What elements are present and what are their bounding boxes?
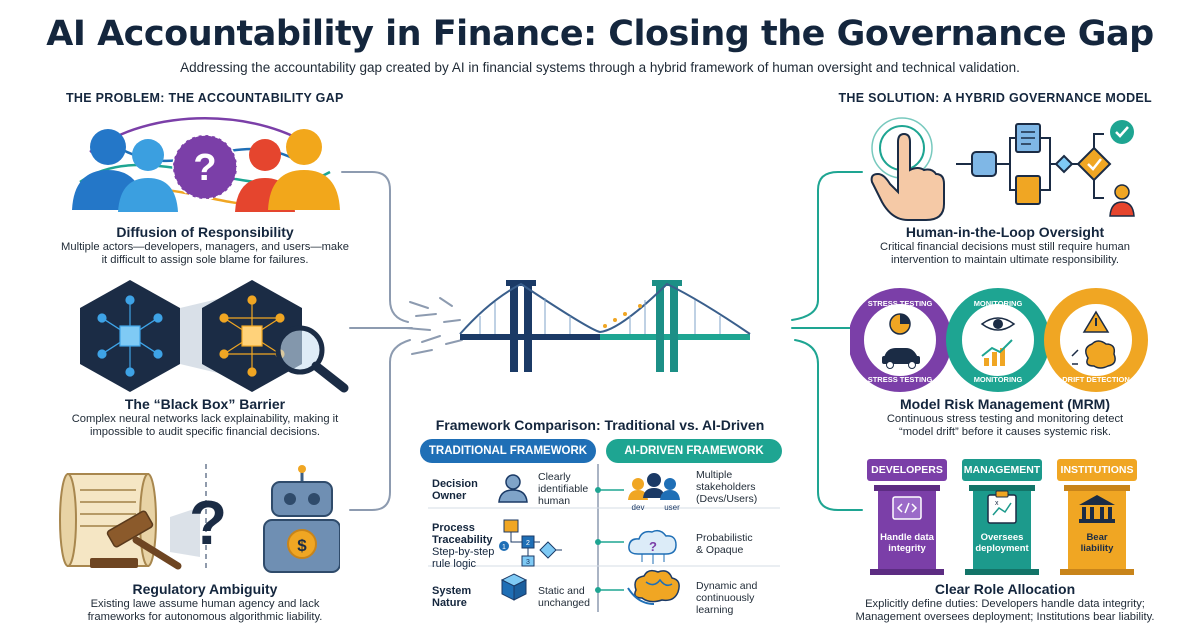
svg-text:dev: dev bbox=[632, 503, 645, 512]
solution-item-desc-3: Explicitly define duties: Developers han… bbox=[855, 598, 1155, 623]
robot-icon: $ bbox=[263, 465, 340, 573]
svg-text:MONITORING: MONITORING bbox=[974, 375, 1023, 384]
solution-item-desc-1: Critical financial decisions must still … bbox=[880, 241, 1130, 266]
row-label-decision-owner: Decision Owner bbox=[432, 478, 478, 502]
cloud-question-icon: ? bbox=[628, 529, 677, 564]
check-circle-icon bbox=[1110, 120, 1134, 144]
ai-decision-owner: Multiple stakeholders (Devs/Users) bbox=[696, 469, 758, 505]
problem-item-desc-3: Existing lawe assume human agency and la… bbox=[87, 598, 323, 623]
pillar-management-head: MANAGEMENT bbox=[962, 459, 1042, 481]
problem-item-title-1: Diffusion of Responsibility bbox=[116, 224, 294, 240]
trad-decision-owner: Clearly identifiable human bbox=[538, 471, 589, 507]
car-icon bbox=[882, 348, 920, 369]
stress-testing-ring bbox=[850, 288, 952, 392]
person-orange-icon bbox=[268, 129, 340, 210]
bridge-illustration bbox=[405, 280, 751, 372]
magnifier-icon bbox=[275, 325, 349, 393]
ai-system-nature: Dynamic and continuously learning bbox=[696, 580, 758, 616]
mrm-cycle-illustration: STRESS TESTING MONITORING STRESS TESTING… bbox=[850, 288, 1148, 392]
pillar-developers-body: Handle data integrity bbox=[880, 532, 934, 554]
solution-item-desc-2: Continuous stress testing and monitoring… bbox=[886, 413, 1124, 438]
regulatory-illustration: ? $ bbox=[59, 464, 340, 573]
growth-chart-icon bbox=[981, 339, 1013, 366]
coin-dollar-icon: $ bbox=[297, 536, 307, 555]
svg-text:2: 2 bbox=[526, 540, 530, 547]
learning-brain-icon bbox=[627, 569, 680, 605]
svg-text:?: ? bbox=[649, 539, 657, 554]
problem-item-desc-1: Multiple actors—developers, managers, an… bbox=[61, 241, 349, 266]
diffusion-people-illustration: ? bbox=[72, 117, 340, 212]
comparison-frame: dev user 1 2 3 ? bbox=[428, 464, 780, 612]
svg-text:?: ? bbox=[193, 147, 216, 189]
problem-item-desc-2: Complex neural networks lack explainabil… bbox=[71, 413, 339, 438]
page-subtitle: Addressing the accountability gap create… bbox=[180, 60, 1020, 75]
brain-network-icon bbox=[1071, 340, 1116, 369]
solution-item-title-2: Model Risk Management (MRM) bbox=[899, 396, 1110, 412]
black-box-illustration bbox=[80, 280, 349, 393]
static-cube-icon bbox=[500, 573, 528, 601]
monitoring-ring bbox=[946, 288, 1050, 392]
multiple-stakeholders-icon: dev user bbox=[628, 473, 680, 512]
gauge-icon bbox=[889, 313, 911, 335]
touch-hand-icon bbox=[870, 117, 945, 221]
decision-diamond-icon bbox=[1076, 146, 1112, 182]
document-icon bbox=[1015, 123, 1041, 153]
bank-building-icon bbox=[1079, 495, 1115, 523]
strategy-board-icon: x bbox=[987, 490, 1017, 524]
svg-text:STRESS TESTING: STRESS TESTING bbox=[868, 375, 933, 384]
pillar-institutions-head: INSTITUTIONS bbox=[1057, 459, 1137, 481]
connector-solution-3 bbox=[794, 339, 863, 511]
person-lightblue-icon bbox=[118, 139, 178, 212]
solution-item-title-1: Human-in-the-Loop Oversight bbox=[905, 224, 1105, 240]
uncertainty-question-icon: ? bbox=[189, 489, 227, 558]
warning-icon bbox=[1082, 310, 1110, 333]
connector-solution-1 bbox=[791, 171, 863, 321]
pillar-developers-head: DEVELOPERS bbox=[867, 459, 947, 481]
role-pillars-illustration: x bbox=[870, 485, 1134, 575]
pillar-institutions-body: Bear liability bbox=[1080, 532, 1114, 554]
svg-text:STRESS TESTING: STRESS TESTING bbox=[868, 299, 933, 308]
trad-system-nature: Static and unchanged bbox=[538, 585, 590, 609]
svg-text:MONITORING: MONITORING bbox=[974, 299, 1023, 308]
eye-icon bbox=[980, 317, 1016, 331]
bridge-tower-left bbox=[506, 280, 536, 372]
svg-text:DRIFT DETECTION: DRIFT DETECTION bbox=[1062, 375, 1130, 384]
broken-fragments bbox=[405, 297, 463, 355]
problem-item-title-2: The “Black Box” Barrier bbox=[124, 396, 286, 412]
page-title: AI Accountability in Finance: Closing th… bbox=[46, 14, 1154, 54]
svg-text:user: user bbox=[664, 503, 680, 512]
problem-heading: THE PROBLEM: THE ACCOUNTABILITY GAP bbox=[66, 91, 344, 105]
connector-problem-1 bbox=[341, 171, 409, 323]
problem-item-title-3: Regulatory Ambiguity bbox=[132, 581, 278, 597]
code-icon bbox=[892, 496, 922, 520]
pillar-management-body: Oversees deployment bbox=[975, 532, 1029, 554]
single-owner-icon bbox=[498, 474, 528, 503]
ai-framework-pill: AI-DRIVEN FRAMEWORK bbox=[606, 439, 782, 463]
solution-heading: THE SOLUTION: A HYBRID GOVERNANCE MODEL bbox=[838, 91, 1152, 105]
human-in-loop-illustration bbox=[870, 117, 1135, 221]
drift-detection-ring bbox=[1044, 288, 1148, 392]
ai-process-traceability: Probabilistic & Opaque bbox=[696, 532, 753, 556]
row-label-system-nature: System Nature bbox=[432, 585, 472, 609]
row-label-process-traceability: Process Traceability Step-by-step rule l… bbox=[432, 522, 495, 570]
svg-text:3: 3 bbox=[526, 559, 530, 566]
svg-text:x: x bbox=[995, 500, 999, 507]
solution-item-title-3: Clear Role Allocation bbox=[934, 581, 1076, 597]
bridge-light-dots bbox=[603, 304, 642, 328]
flowchart-icon: 1 2 3 bbox=[499, 519, 562, 567]
gavel-icon bbox=[90, 510, 182, 570]
svg-text:1: 1 bbox=[502, 544, 506, 551]
ambiguity-question-icon: ? bbox=[172, 134, 238, 200]
traditional-framework-pill: TRADITIONAL FRAMEWORK bbox=[420, 439, 596, 463]
document-orange-icon bbox=[1015, 175, 1041, 205]
human-reviewer-icon bbox=[1109, 184, 1135, 217]
connector-problem-3 bbox=[349, 339, 411, 511]
comparison-title: Framework Comparison: Traditional vs. AI… bbox=[435, 417, 765, 433]
